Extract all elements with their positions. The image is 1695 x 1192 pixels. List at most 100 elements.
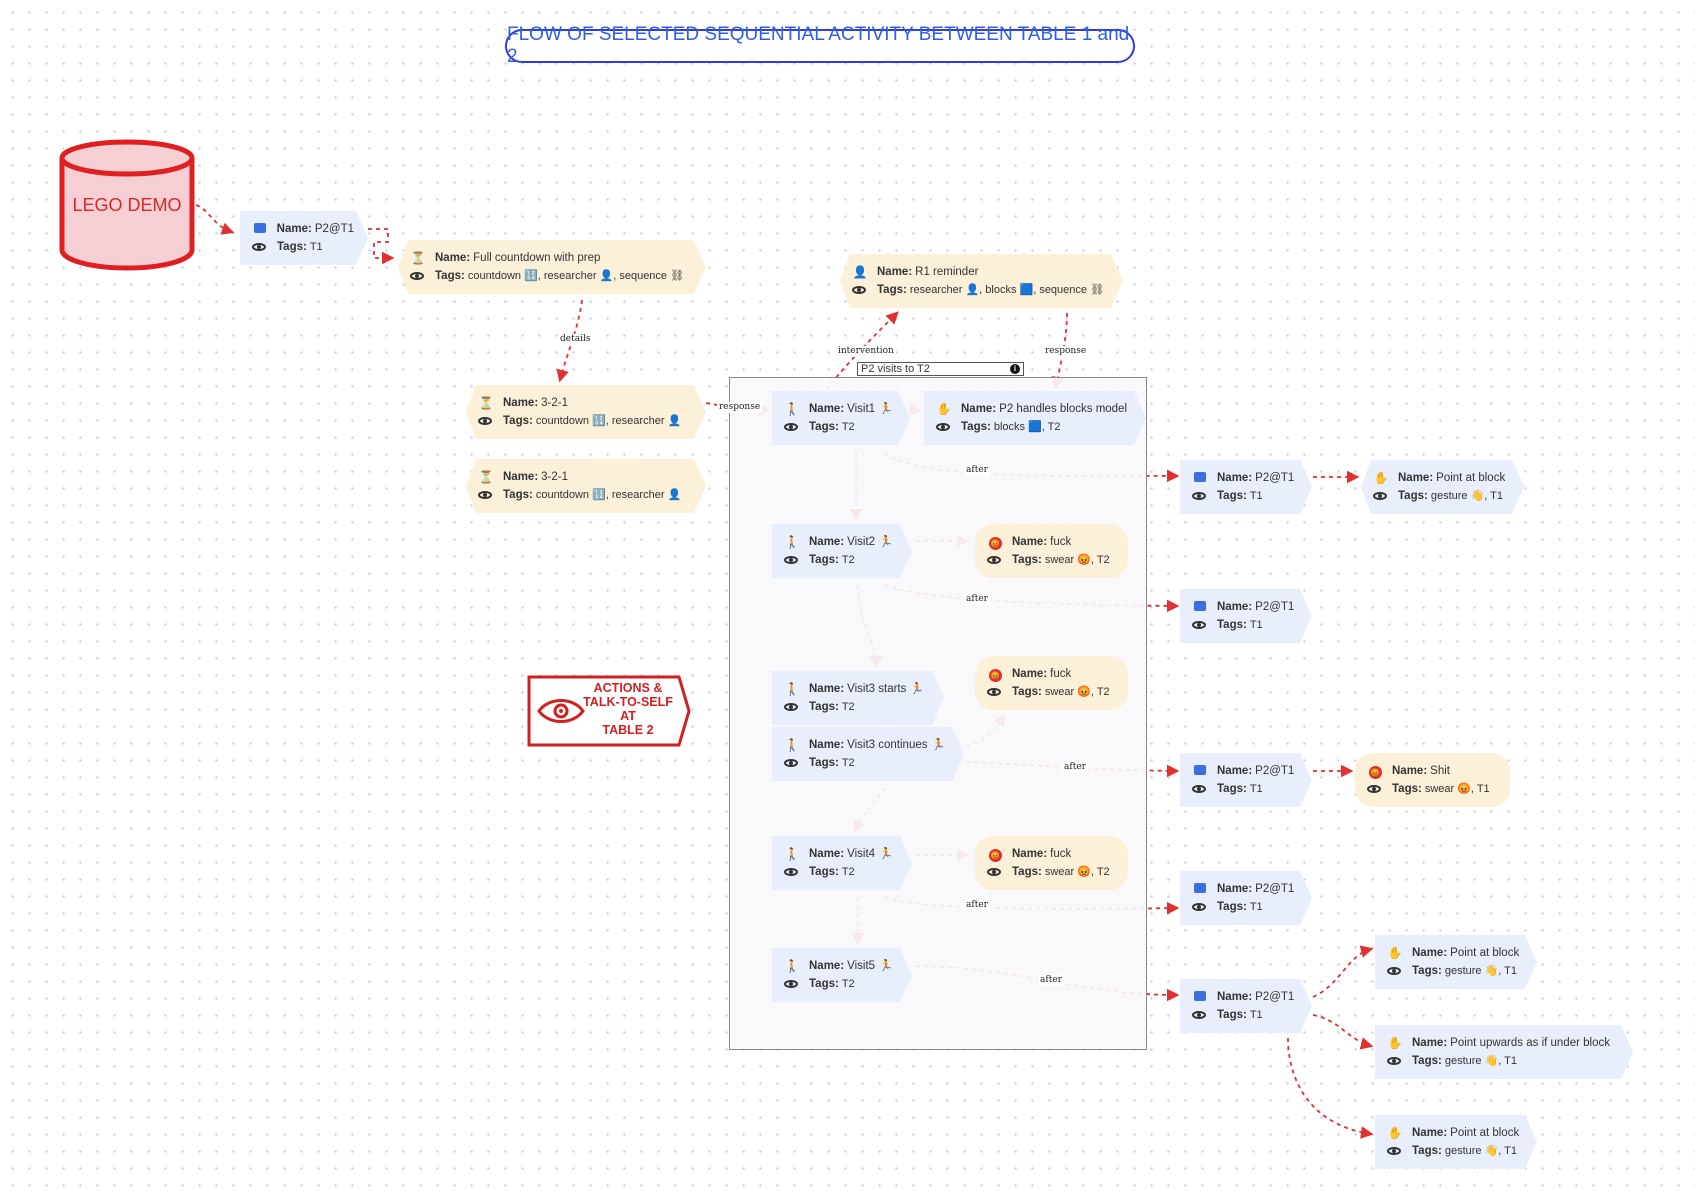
node-tags: T2 xyxy=(841,421,855,433)
info-icon[interactable]: i xyxy=(1010,364,1020,374)
eye-icon[interactable] xyxy=(852,286,866,294)
eye-icon[interactable] xyxy=(784,703,798,711)
name-label: Name: xyxy=(1012,668,1048,680)
node-point-at-block[interactable]: ✋Name:Point at block Tags:gesture 👋, T1 xyxy=(1375,1115,1537,1169)
node-p2-at-t1[interactable]: Name:P2@T1 Tags:T1 xyxy=(1180,460,1312,514)
node-p2-at-t1[interactable]: Name:P2@T1 Tags:T1 xyxy=(1180,979,1312,1033)
node-visit5[interactable]: 🚶Name:Visit5🏃 Tags:T2 xyxy=(772,948,912,1002)
name-label: Name: xyxy=(809,848,845,860)
name-label: Name: xyxy=(503,397,539,409)
eye-icon[interactable] xyxy=(784,556,798,564)
node-tags: countdown 🔢, researcher 👤 xyxy=(535,415,682,427)
hand-icon: ✋ xyxy=(1373,471,1389,485)
node-visit3-continues[interactable]: 🚶Name:Visit3 continues🏃 Tags:T2 xyxy=(772,727,964,781)
eye-icon[interactable] xyxy=(1192,903,1206,911)
node-3-2-1[interactable]: ⏳Name:3-2-1 Tags:countdown 🔢, researcher… xyxy=(466,459,706,513)
eye-icon[interactable] xyxy=(936,423,950,431)
eye-icon[interactable] xyxy=(1373,492,1387,500)
eye-icon[interactable] xyxy=(987,868,1001,876)
tags-label: Tags: xyxy=(877,284,907,296)
node-name: Visit3 starts xyxy=(847,683,907,695)
node-fuck[interactable]: 😡Name:fuck Tags:swear 😡, T2 xyxy=(975,524,1128,578)
eye-icon[interactable] xyxy=(252,243,266,251)
eye-icon[interactable] xyxy=(1192,1011,1206,1019)
node-3-2-1[interactable]: ⏳Name:3-2-1 Tags:countdown 🔢, researcher… xyxy=(466,385,706,439)
node-fuck[interactable]: 😡Name:fuck Tags:swear 😡, T2 xyxy=(975,656,1128,710)
node-full-countdown[interactable]: ⏳Name:Full countdown with prep Tags:coun… xyxy=(398,240,706,294)
eye-icon[interactable] xyxy=(478,491,492,499)
diagram-title: FLOW OF SELECTED SEQUENTIAL ACTIVITY BET… xyxy=(505,24,1135,67)
node-name: Point at block xyxy=(1436,472,1506,484)
chat-icon xyxy=(254,223,266,233)
name-label: Name: xyxy=(1412,1037,1448,1049)
tags-label: Tags: xyxy=(503,489,533,501)
name-label: Name: xyxy=(1012,848,1048,860)
edge-label-after: after xyxy=(964,900,990,911)
node-p2-at-t1[interactable]: Name:P2@T1 Tags:T1 xyxy=(1180,753,1312,807)
eye-icon[interactable] xyxy=(987,688,1001,696)
node-p2-at-t1[interactable]: Name:P2@T1 Tags:T1 xyxy=(240,211,368,265)
eye-icon[interactable] xyxy=(784,423,798,431)
node-visit2[interactable]: 🚶Name:Visit2🏃 Tags:T2 xyxy=(772,524,912,578)
tags-label: Tags: xyxy=(809,421,839,433)
person-walking-icon: 🚶 xyxy=(784,959,800,973)
node-tags: swear 😡, T1 xyxy=(1424,783,1490,795)
name-label: Name: xyxy=(1012,536,1048,548)
eye-icon[interactable] xyxy=(784,759,798,767)
edge-db-to-p2t1 xyxy=(195,204,235,235)
eye-icon[interactable] xyxy=(1387,1147,1401,1155)
node-point-at-block[interactable]: ✋Name:Point at block Tags:gesture 👋, T1 xyxy=(1361,460,1524,514)
tags-label: Tags: xyxy=(1012,866,1042,878)
eye-icon[interactable] xyxy=(1192,785,1206,793)
node-name: Shit xyxy=(1430,765,1450,777)
node-shit[interactable]: 😡Name:Shit Tags:swear 😡, T1 xyxy=(1355,753,1510,807)
angry-face-icon: 😡 xyxy=(1368,766,1382,779)
node-point-upwards[interactable]: ✋Name:Point upwards as if under block Ta… xyxy=(1375,1025,1633,1079)
person-walking-icon: 🚶 xyxy=(784,847,800,861)
node-p2-at-t1[interactable]: Name:P2@T1 Tags:T1 xyxy=(1180,589,1312,643)
node-visit3-starts[interactable]: 🚶Name:Visit3 starts🏃 Tags:T2 xyxy=(772,671,944,725)
eye-icon[interactable] xyxy=(784,980,798,988)
eye-icon[interactable] xyxy=(478,417,492,425)
hand-icon: ✋ xyxy=(936,402,952,416)
tags-label: Tags: xyxy=(1012,554,1042,566)
actions-annotation-text: ACTIONS & TALK-TO-SELF AT TABLE 2 xyxy=(578,681,678,737)
node-fuck[interactable]: 😡Name:fuck Tags:swear 😡, T2 xyxy=(975,836,1128,890)
name-label: Name: xyxy=(1217,991,1253,1003)
group-title[interactable]: P2 visits to T2 i xyxy=(857,362,1024,376)
node-tags: T2 xyxy=(841,554,855,566)
name-label: Name: xyxy=(276,223,312,235)
database-cylinder[interactable] xyxy=(58,138,196,273)
node-point-at-block[interactable]: ✋Name:Point at block Tags:gesture 👋, T1 xyxy=(1375,935,1537,989)
node-visit1[interactable]: 🚶Name:Visit1🏃 Tags:T2 xyxy=(772,391,910,445)
eye-icon[interactable] xyxy=(410,272,424,280)
node-r1-reminder[interactable]: 👤Name:R1 reminder Tags:researcher 👤, blo… xyxy=(840,254,1123,308)
node-tags: swear 😡, T2 xyxy=(1044,686,1110,698)
name-label: Name: xyxy=(809,960,845,972)
node-p2-at-t1[interactable]: Name:P2@T1 Tags:T1 xyxy=(1180,871,1312,925)
node-visit4[interactable]: 🚶Name:Visit4🏃 Tags:T2 xyxy=(772,836,912,890)
eye-icon[interactable] xyxy=(987,556,1001,564)
node-name: 3-2-1 xyxy=(541,471,569,483)
eye-icon[interactable] xyxy=(1387,967,1401,975)
hand-icon: ✋ xyxy=(1387,1036,1403,1050)
database-label: LEGO DEMO xyxy=(72,195,182,215)
node-tags: T1 xyxy=(309,241,323,253)
tags-label: Tags: xyxy=(961,421,991,433)
eye-icon[interactable] xyxy=(1192,621,1206,629)
eye-icon[interactable] xyxy=(1387,1057,1401,1065)
node-tags: researcher 👤, blocks 🟦, sequence ⛓ xyxy=(909,284,1105,296)
tags-label: Tags: xyxy=(809,554,839,566)
node-p2-handles-blocks[interactable]: ✋Name:P2 handles blocks model Tags:block… xyxy=(924,391,1146,445)
eye-icon[interactable] xyxy=(784,868,798,876)
runner-icon: 🏃 xyxy=(879,848,893,860)
eye-icon[interactable] xyxy=(1192,492,1206,500)
runner-icon: 🏃 xyxy=(879,536,893,548)
node-name: 3-2-1 xyxy=(541,397,569,409)
hourglass-icon: ⏳ xyxy=(410,251,426,265)
node-tags: T1 xyxy=(1249,490,1263,502)
node-tags: gesture 👋, T1 xyxy=(1444,965,1518,977)
node-name: Point at block xyxy=(1450,1127,1520,1139)
eye-icon[interactable] xyxy=(1367,785,1381,793)
name-label: Name: xyxy=(503,471,539,483)
